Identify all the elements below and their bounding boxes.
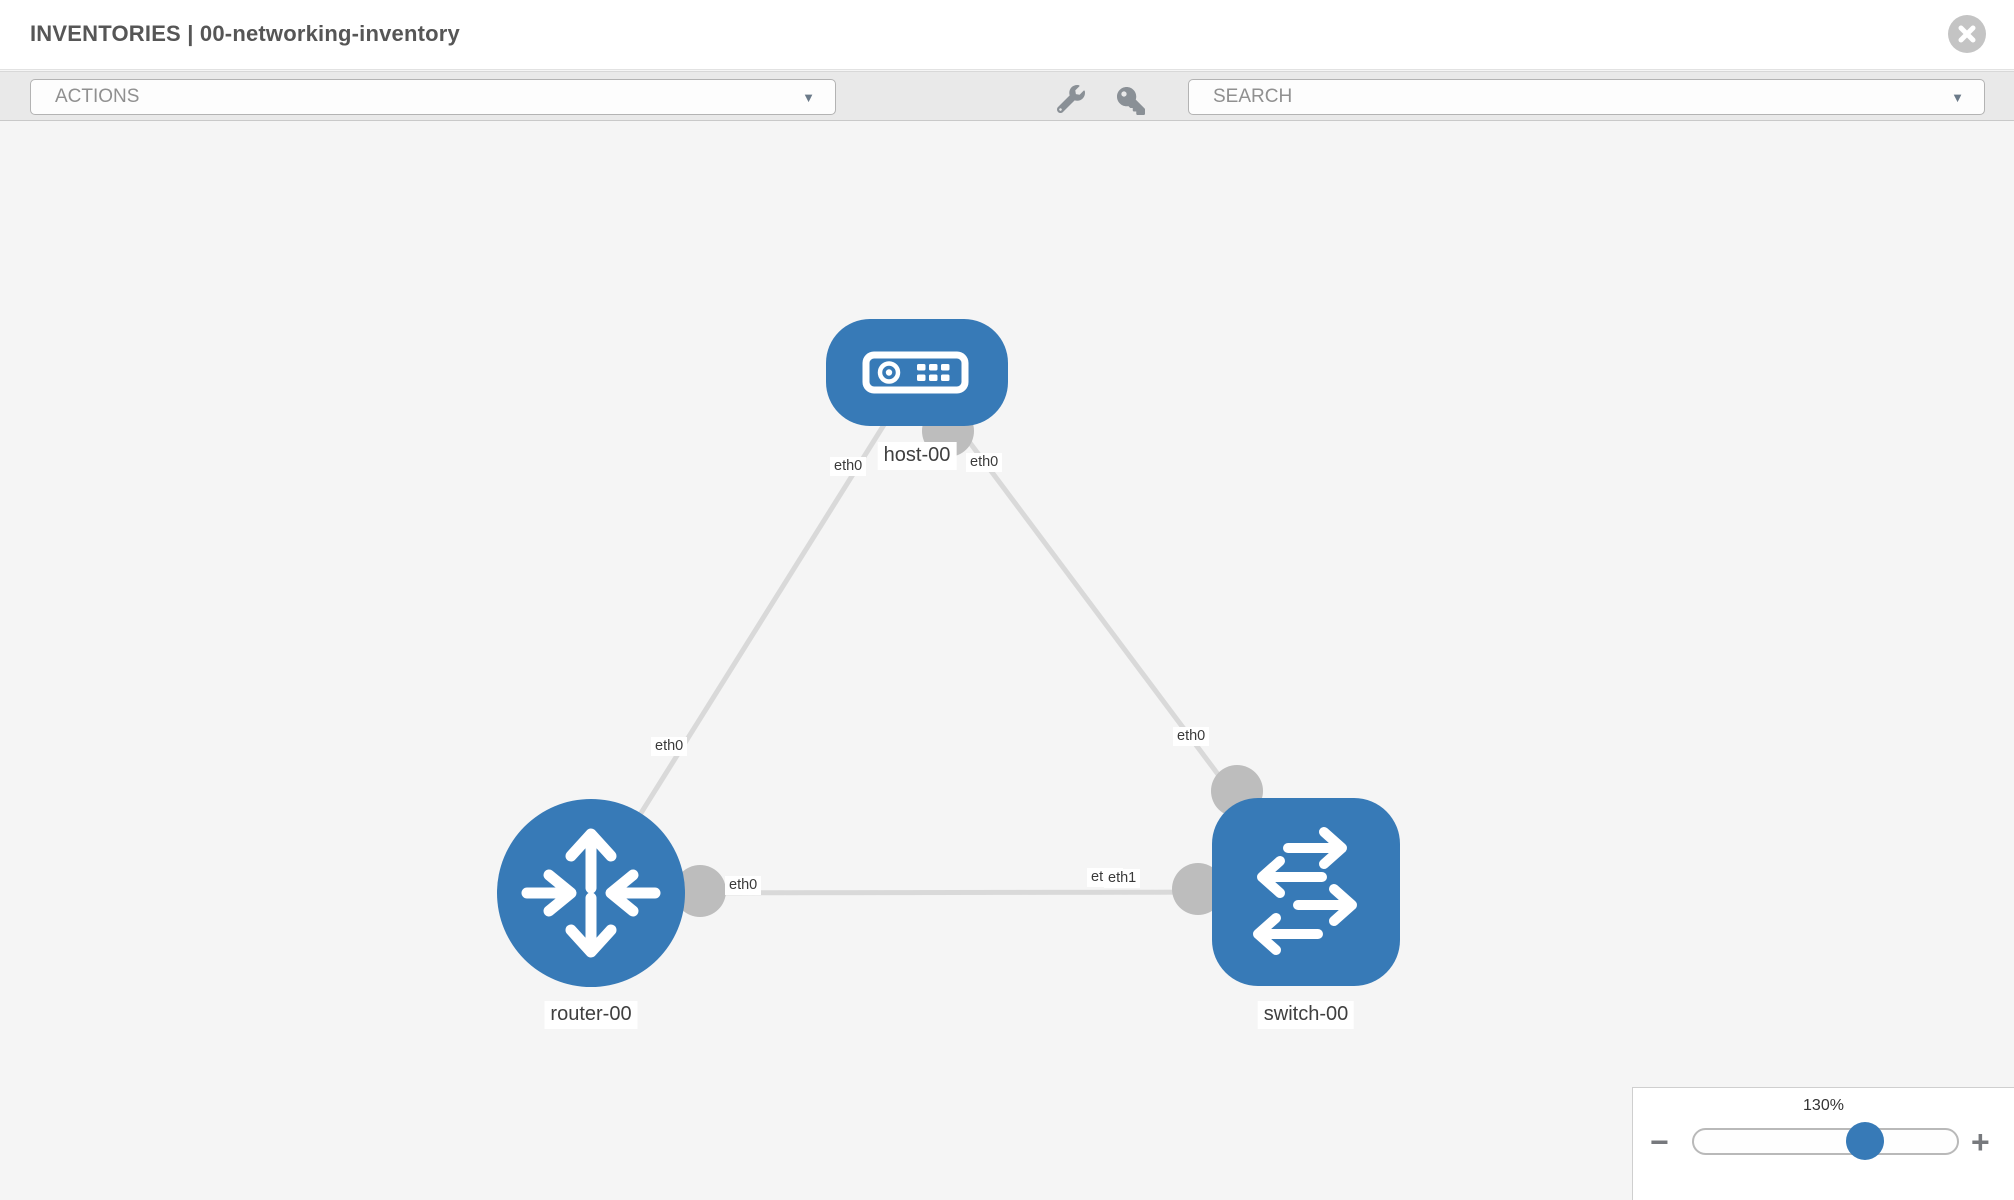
zoom-panel: 130% − +	[1632, 1087, 2014, 1200]
key-button[interactable]	[1116, 87, 1146, 115]
search-placeholder: SEARCH	[1213, 86, 1293, 107]
chevron-down-icon: ▼	[802, 90, 815, 105]
page-title: INVENTORIES | 00-networking-inventory	[30, 21, 460, 46]
if-label-switch-eth1: eth1	[1104, 869, 1141, 888]
node-label-host: host-00	[877, 442, 957, 470]
zoom-slider-track[interactable]	[1692, 1122, 1959, 1160]
if-label-router-eth0-uplink: eth0	[651, 737, 688, 756]
toolbar: ACTIONS ▼ SEARCH ▼	[0, 71, 2014, 121]
actions-dropdown[interactable]: ACTIONS ▼	[30, 79, 836, 115]
chevron-down-icon: ▼	[1951, 90, 1964, 105]
port-switch-eth1[interactable]	[1172, 863, 1224, 915]
port-router-eth0[interactable]	[674, 865, 726, 917]
if-label-switch-eth0: eth0	[1173, 727, 1210, 746]
search-dropdown[interactable]: SEARCH ▼	[1188, 79, 1985, 115]
node-router-00[interactable]	[497, 799, 685, 987]
zoom-in-button[interactable]: +	[1971, 1124, 1990, 1160]
if-label-host-eth0-left: eth0	[830, 457, 867, 476]
configure-wrench-button[interactable]	[1057, 85, 1085, 113]
node-switch-00[interactable]	[1212, 798, 1400, 986]
zoom-level: 130%	[1803, 1097, 1844, 1114]
topology-canvas[interactable]: host-00 router-00 switch-00 eth0 eth0 et…	[0, 122, 2014, 1200]
zoom-out-button[interactable]: −	[1650, 1124, 1669, 1160]
close-button[interactable]	[1948, 15, 1986, 53]
actions-dropdown-label: ACTIONS	[55, 86, 140, 107]
host-icon	[862, 351, 969, 394]
router-icon	[521, 828, 661, 958]
switch-icon	[1253, 827, 1357, 955]
node-host-00[interactable]	[826, 319, 1008, 426]
if-label-router-eth0: eth0	[725, 876, 762, 895]
node-label-router: router-00	[544, 1001, 638, 1029]
node-label-switch: switch-00	[1257, 1001, 1355, 1029]
zoom-slider-thumb[interactable]	[1846, 1122, 1884, 1160]
close-icon	[1958, 25, 1976, 43]
if-label-host-eth0-right: eth0	[966, 453, 1003, 472]
header-bar: INVENTORIES | 00-networking-inventory	[0, 0, 2014, 70]
